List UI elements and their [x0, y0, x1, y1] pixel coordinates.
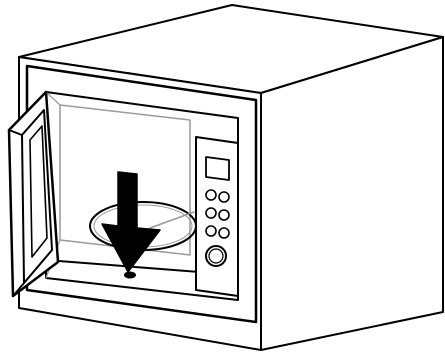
display-window [206, 157, 229, 180]
latch-hole [125, 273, 135, 278]
panel-button [219, 210, 229, 220]
panel-button [219, 228, 229, 238]
panel-button [206, 226, 216, 236]
panel-button [206, 190, 216, 200]
control-dial-inner [209, 249, 223, 263]
panel-button [206, 208, 216, 218]
cabinet-side [261, 37, 443, 350]
panel-button [219, 192, 229, 202]
